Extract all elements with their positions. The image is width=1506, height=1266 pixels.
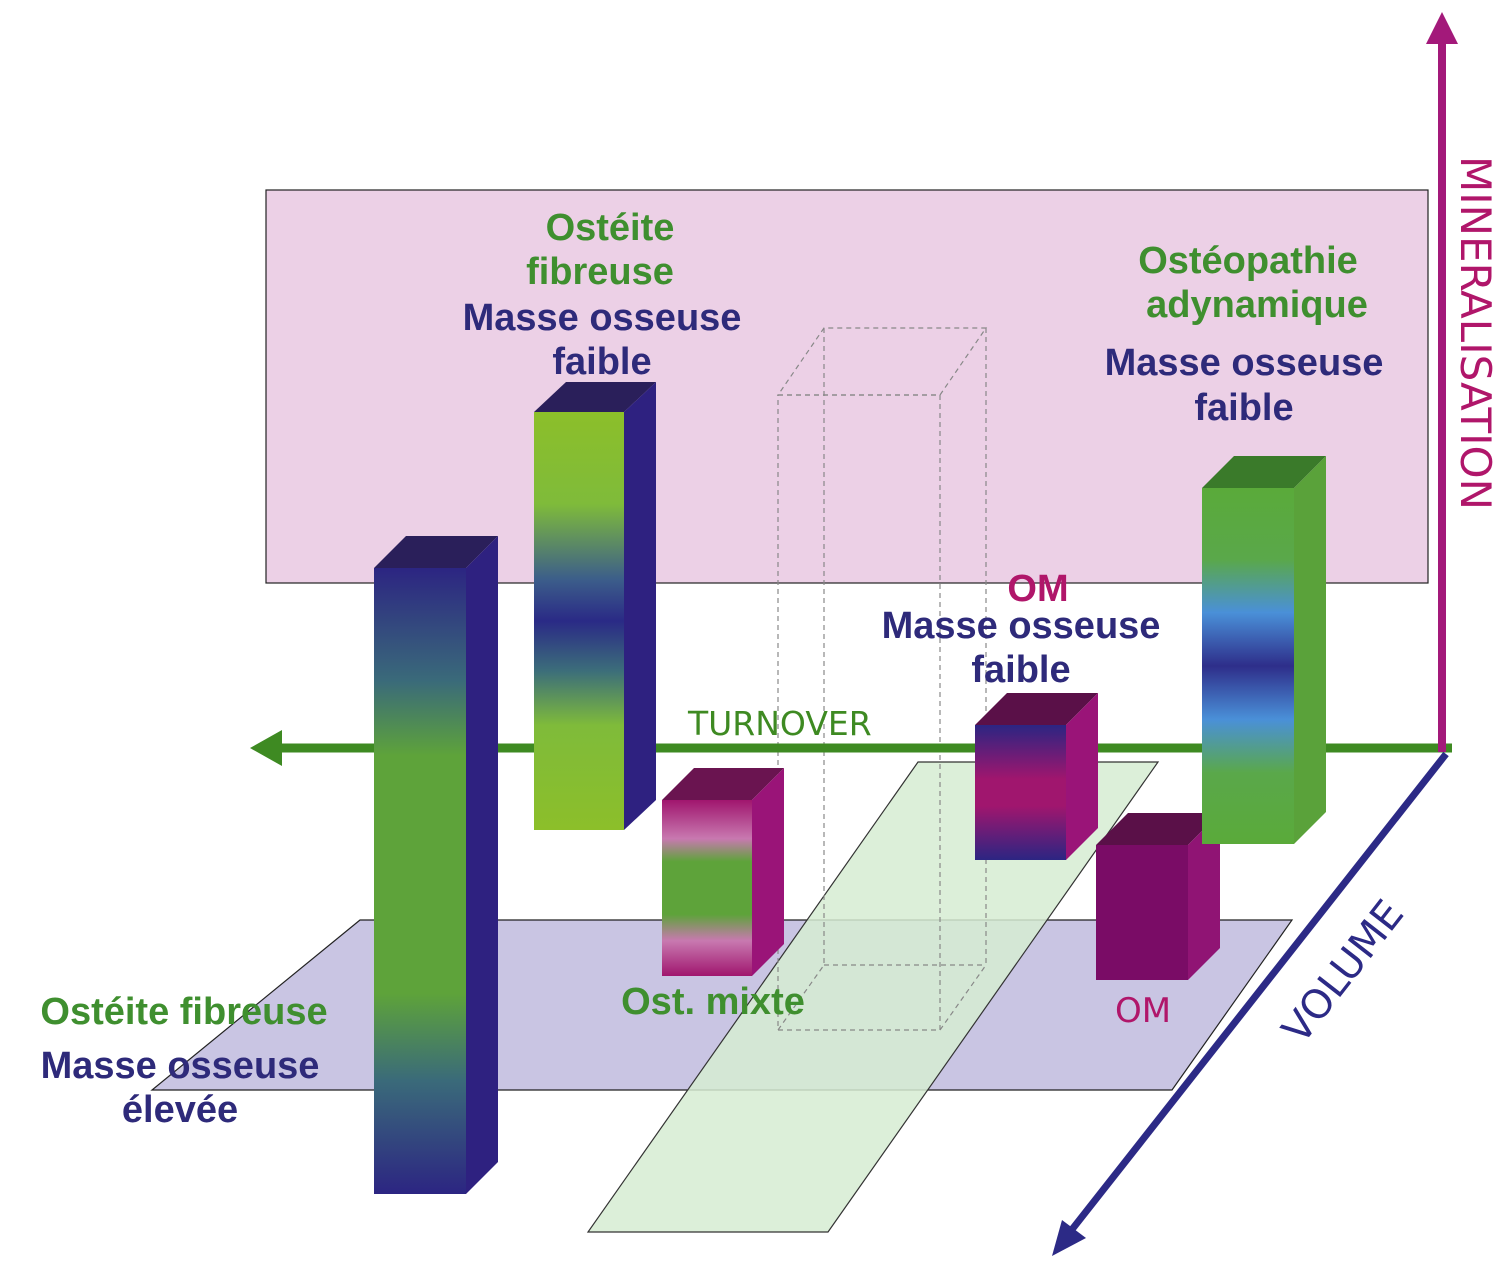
bar-om bbox=[1096, 813, 1220, 980]
svg-text:Ostéite: Ostéite bbox=[546, 207, 675, 249]
normal-reference-column bbox=[776, 327, 988, 1031]
svg-text:Masse osseuse: Masse osseuse bbox=[882, 605, 1161, 647]
volume-axis-label: VOLUME bbox=[1274, 892, 1413, 1052]
bar-om-low-mass bbox=[975, 693, 1098, 860]
label-om: OM bbox=[1115, 991, 1171, 1031]
svg-text:faible: faible bbox=[552, 341, 651, 383]
svg-text:OM: OM bbox=[1007, 568, 1068, 610]
mineralisation-axis-label: MINERALISATION bbox=[1451, 156, 1500, 510]
bar-osteite-fibreuse-low-mass bbox=[534, 382, 656, 830]
bar-osteite-fibreuse-high-mass bbox=[374, 536, 498, 1194]
label-om-low-mass: OM Masse osseuse faible bbox=[882, 568, 1161, 691]
svg-text:Masse osseuse: Masse osseuse bbox=[1105, 342, 1384, 384]
svg-text:Ostéopathie: Ostéopathie bbox=[1138, 240, 1358, 282]
svg-text:faible: faible bbox=[971, 649, 1070, 691]
mineralisation-arrowhead bbox=[1426, 12, 1458, 44]
label-osteite-fibreuse-high-mass: Ostéite fibreuse Masse osseuse élevée bbox=[40, 991, 327, 1131]
bar-osteite-mixte bbox=[662, 768, 784, 976]
svg-text:Ostéite fibreuse: Ostéite fibreuse bbox=[40, 991, 327, 1033]
turnover-arrowhead bbox=[250, 730, 282, 766]
label-osteopathie-adynamique: Ostéopathie adynamique Masse osseuse fai… bbox=[1105, 240, 1384, 429]
svg-text:élevée: élevée bbox=[122, 1089, 238, 1131]
label-osteite-mixte: Ost. mixte bbox=[621, 981, 805, 1023]
turnover-axis-label: TURNOVER bbox=[687, 704, 872, 743]
svg-text:fibreuse: fibreuse bbox=[526, 251, 674, 293]
svg-text:Masse osseuse: Masse osseuse bbox=[41, 1045, 320, 1087]
svg-text:adynamique: adynamique bbox=[1146, 284, 1368, 326]
volume-arrowhead bbox=[1052, 1220, 1086, 1256]
volume-axis bbox=[1067, 751, 1449, 1235]
bar-osteopathie-adynamique bbox=[1202, 456, 1326, 844]
svg-text:Masse osseuse: Masse osseuse bbox=[463, 297, 742, 339]
svg-text:faible: faible bbox=[1194, 387, 1293, 429]
label-osteite-fibreuse-low-mass: Ostéite fibreuse Masse osseuse faible bbox=[463, 207, 742, 383]
